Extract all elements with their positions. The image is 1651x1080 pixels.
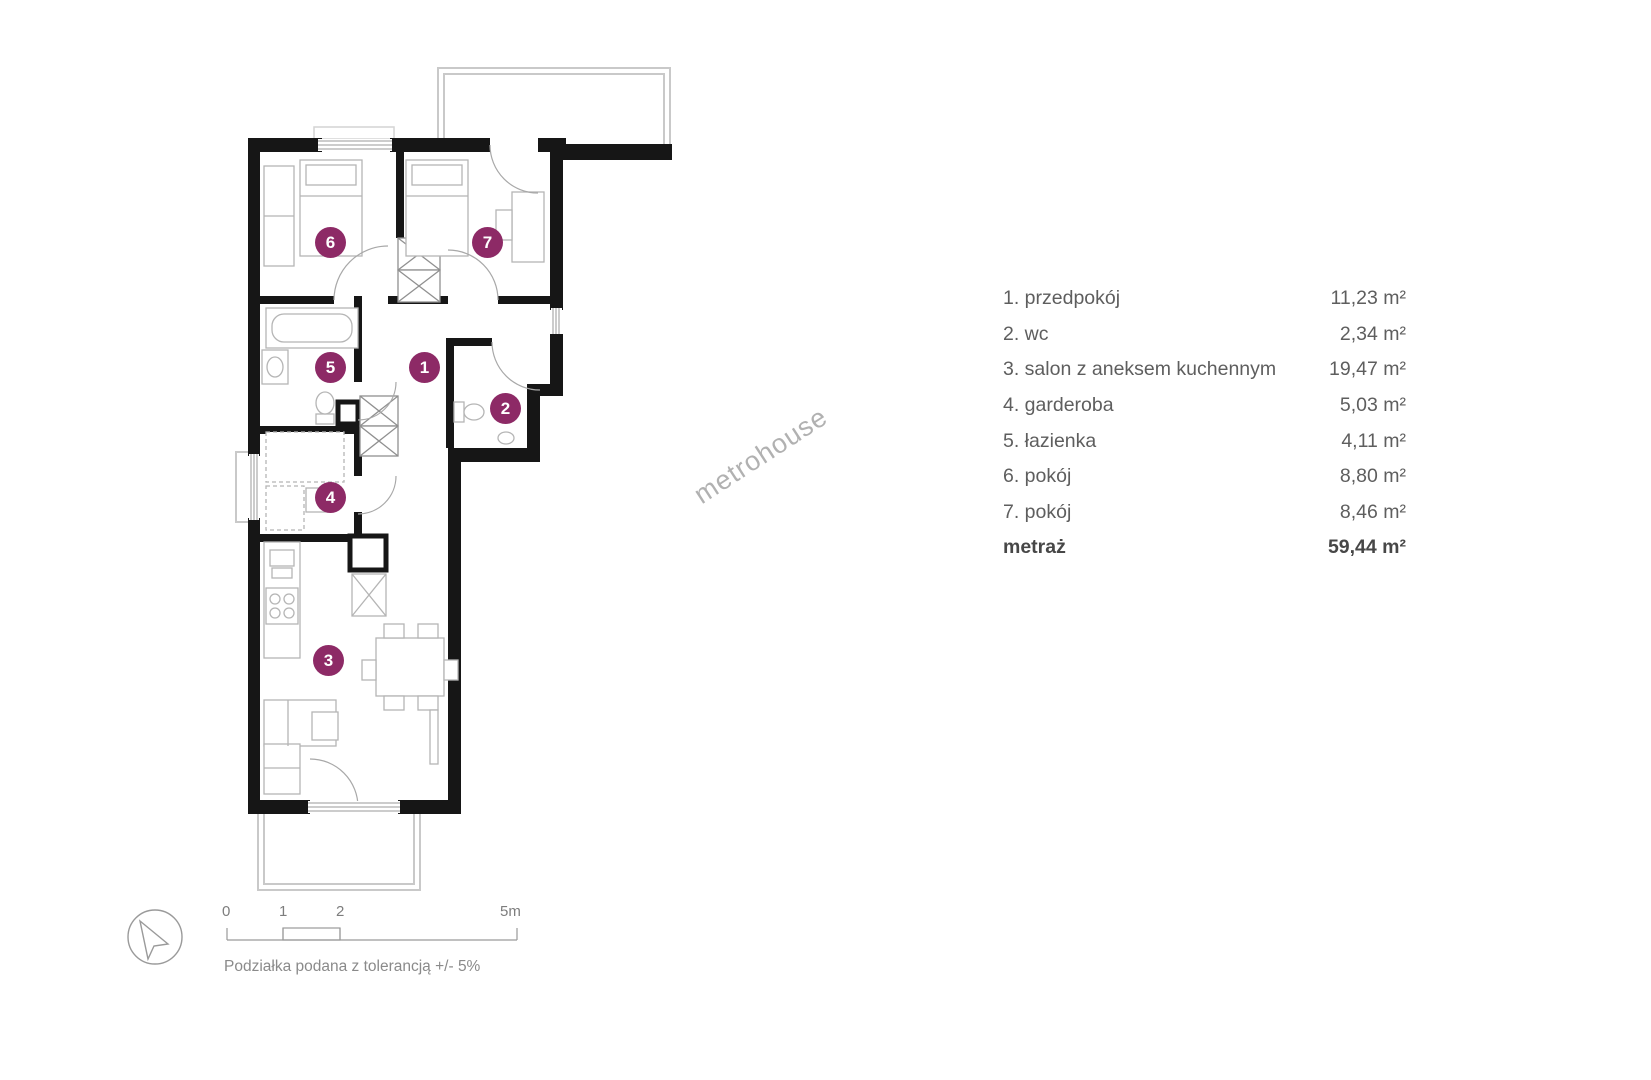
scale-tolerance-note: Podziałka podana z tolerancją +/- 5% [224, 958, 481, 975]
wardrobe-symbols [359, 237, 441, 457]
windows [249, 139, 562, 813]
legend-value: 11,23 m² [1330, 287, 1406, 310]
legend-total-label: metraż [1003, 536, 1066, 559]
legend-row: 2. wc 2,34 m² [1003, 317, 1406, 353]
compass-icon [127, 909, 183, 965]
room-marker-6: 6 [315, 227, 346, 258]
legend-row: 3. salon z aneksem kuchennym 19,47 m² [1003, 352, 1406, 388]
legend-label: 2. wc [1003, 322, 1049, 345]
legend-row: 7. pokój 8,46 m² [1003, 495, 1406, 531]
sink-wc [497, 431, 515, 445]
room-marker-7: 7 [472, 227, 503, 258]
legend-label: 5. łazienka [1003, 429, 1097, 452]
legend-value: 2,34 m² [1339, 322, 1406, 345]
stove [265, 587, 299, 625]
balcony-top [437, 67, 671, 144]
toilet-bathroom [315, 413, 335, 425]
room-marker-5: 5 [315, 352, 346, 383]
scale-tick-5m: 5m [500, 903, 521, 920]
room-marker-2: 2 [490, 393, 521, 424]
legend-value: 8,46 m² [1339, 500, 1406, 523]
room-marker-4: 4 [315, 482, 346, 513]
scale-bar [226, 927, 518, 941]
legend-value: 5,03 m² [1339, 394, 1406, 417]
door-arcs [309, 144, 541, 808]
legend-label: 7. pokój [1003, 500, 1072, 523]
room-legend: 1. przedpokój 11,23 m² 2. wc 2,34 m² 3. … [1003, 281, 1406, 566]
legend-total-value: 59,44 m² [1327, 536, 1406, 559]
legend-value: 4,11 m² [1341, 429, 1406, 452]
legend-label: 3. salon z aneksem kuchennym [1003, 358, 1277, 381]
scale-tick-1: 1 [279, 903, 288, 920]
outer-walls [248, 138, 672, 814]
toilet-wc [453, 401, 465, 423]
legend-row: 5. łazienka 4,11 m² [1003, 423, 1406, 459]
room-marker-1: 1 [409, 352, 440, 383]
tv [429, 709, 439, 765]
legend-total-row: metraż 59,44 m² [1003, 530, 1406, 566]
room-marker-3: 3 [313, 645, 344, 676]
legend-label: 4. garderoba [1003, 394, 1114, 417]
coffee-table [311, 711, 339, 741]
dining-table [375, 637, 445, 697]
scale-tick-2: 2 [336, 903, 345, 920]
window-bay-left [235, 451, 251, 523]
legend-row: 4. garderoba 5,03 m² [1003, 388, 1406, 424]
legend-row: 1. przedpokój 11,23 m² [1003, 281, 1406, 317]
legend-label: 1. przedpokój [1003, 287, 1121, 310]
legend-value: 8,80 m² [1339, 465, 1406, 488]
desk-room7 [511, 191, 545, 263]
window-sill-top [313, 126, 395, 140]
legend-label: 6. pokój [1003, 465, 1072, 488]
scale-tick-0: 0 [222, 903, 231, 920]
shafts [335, 399, 389, 573]
balcony-bottom [257, 814, 421, 891]
legend-value: 19,47 m² [1329, 358, 1406, 381]
legend-row: 6. pokój 8,80 m² [1003, 459, 1406, 495]
